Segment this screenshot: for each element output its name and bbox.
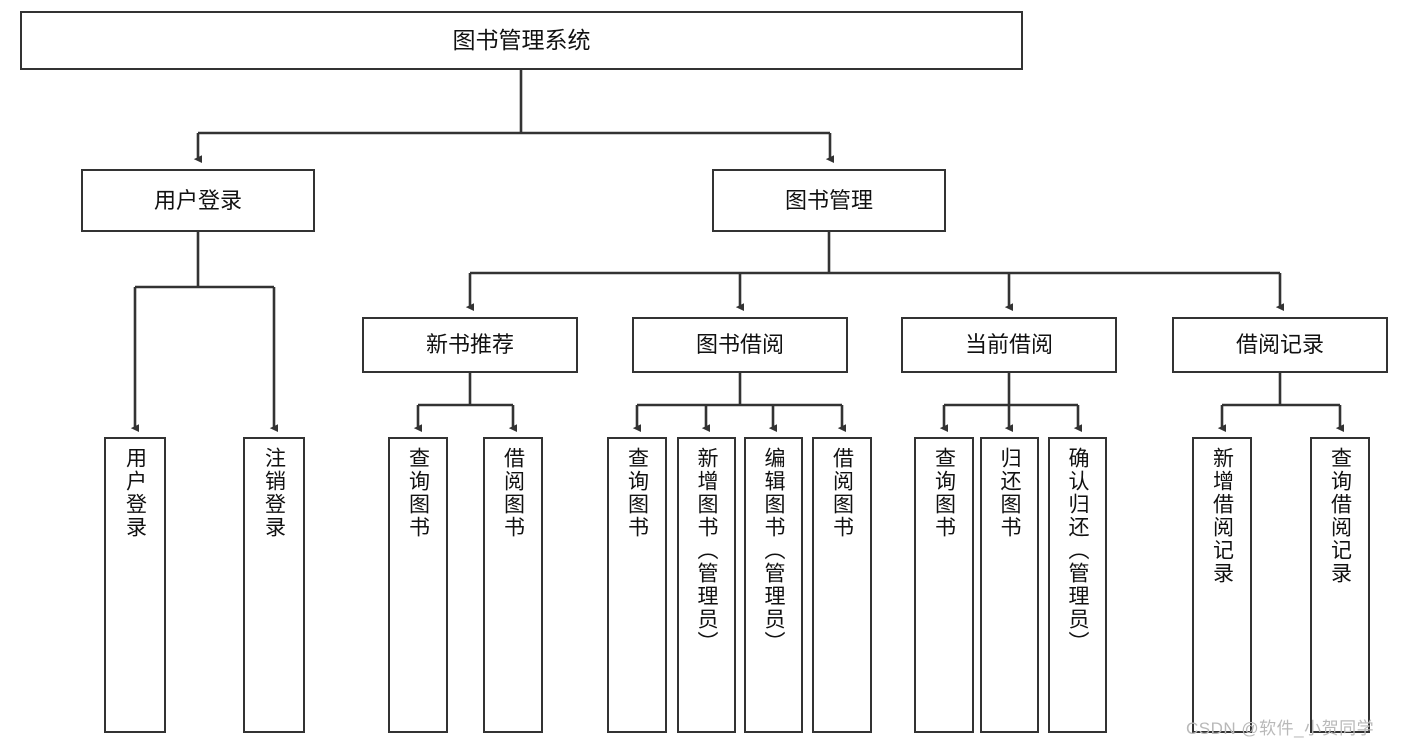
node-label: 用户登录: [123, 447, 147, 539]
node-current-borrow[interactable]: 当前借阅: [901, 317, 1117, 373]
node-label: 注销登录: [262, 447, 286, 539]
node-leaf-borrow-book-1[interactable]: 借阅图书: [483, 437, 543, 733]
csdn-watermark: CSDN @软件_小贺同学: [1186, 719, 1375, 738]
node-root-system[interactable]: 图书管理系统: [20, 11, 1023, 70]
node-label: 借阅记录: [1235, 332, 1324, 358]
node-leaf-return-book[interactable]: 归还图书: [980, 437, 1039, 733]
node-borrow-record[interactable]: 借阅记录: [1172, 317, 1388, 373]
node-label: 当前借阅: [964, 332, 1053, 358]
node-label: 借阅图书: [830, 447, 854, 539]
node-label: 新增图书（管理员）: [695, 447, 718, 654]
node-leaf-query-book-3[interactable]: 查询图书: [914, 437, 974, 733]
node-label: 查询图书: [625, 447, 649, 539]
node-label: 查询图书: [406, 447, 430, 539]
node-leaf-query-book-1[interactable]: 查询图书: [388, 437, 448, 733]
node-leaf-user-login[interactable]: 用户登录: [104, 437, 166, 733]
node-label: 确认归还（管理员）: [1066, 447, 1089, 654]
node-leaf-add-book[interactable]: 新增图书（管理员）: [677, 437, 736, 733]
node-label: 图书借阅: [695, 332, 784, 358]
node-label: 用户登录: [153, 187, 242, 213]
node-leaf-query-book-2[interactable]: 查询图书: [607, 437, 667, 733]
node-label: 新书推荐: [425, 332, 514, 358]
node-leaf-user-logout[interactable]: 注销登录: [243, 437, 305, 733]
node-label: 查询图书: [932, 447, 956, 539]
node-leaf-confirm-return[interactable]: 确认归还（管理员）: [1048, 437, 1107, 733]
node-leaf-add-record[interactable]: 新增借阅记录: [1192, 437, 1252, 733]
node-label: 查询借阅记录: [1328, 447, 1352, 585]
node-leaf-query-record[interactable]: 查询借阅记录: [1310, 437, 1370, 733]
node-new-book-recommend[interactable]: 新书推荐: [362, 317, 578, 373]
node-book-management[interactable]: 图书管理: [712, 169, 946, 232]
node-label: 编辑图书（管理员）: [762, 447, 785, 654]
node-leaf-borrow-book-2[interactable]: 借阅图书: [812, 437, 872, 733]
node-label: 图书管理系统: [452, 26, 591, 53]
node-label: 借阅图书: [501, 447, 525, 539]
node-leaf-edit-book[interactable]: 编辑图书（管理员）: [744, 437, 803, 733]
node-book-borrow[interactable]: 图书借阅: [632, 317, 848, 373]
node-user-login[interactable]: 用户登录: [81, 169, 315, 232]
node-label: 归还图书: [998, 447, 1021, 539]
node-label: 新增借阅记录: [1210, 447, 1234, 585]
node-label: 图书管理: [784, 187, 873, 213]
